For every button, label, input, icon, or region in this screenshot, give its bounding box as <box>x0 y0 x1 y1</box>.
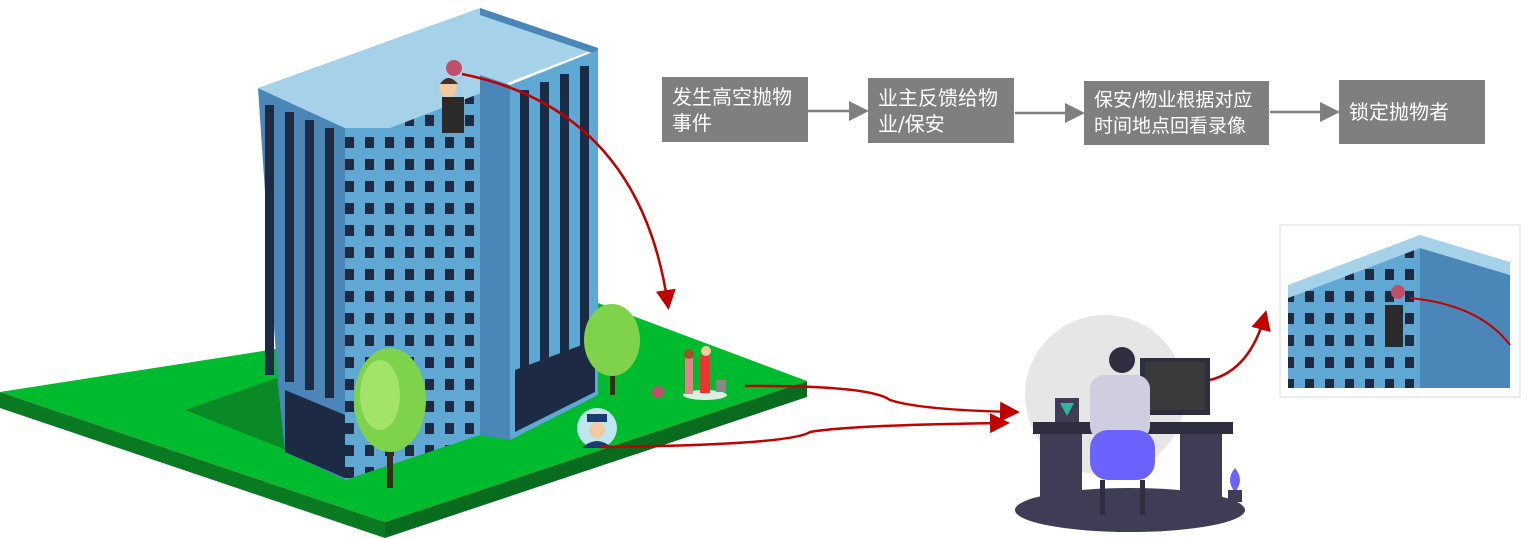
monitoring-desk-icon <box>1015 315 1245 532</box>
pedestrians-icon <box>652 346 727 400</box>
tree-icon <box>584 304 640 395</box>
flow-step-identify: 锁定抛物者 <box>1339 80 1485 144</box>
flow-step-incident: 发生高空抛物事件 <box>662 77 808 142</box>
security-guard-icon <box>577 408 617 448</box>
flow-step-report: 业主反馈给物业/保安 <box>868 78 1014 143</box>
flow-step-review-footage: 保安/物业根据对应时间地点回看录像 <box>1084 81 1269 145</box>
building <box>258 8 598 480</box>
flow-arrows <box>461 72 1271 449</box>
thrower-person-icon <box>439 60 464 133</box>
cctv-footage-inset <box>1279 224 1521 398</box>
tree-icon <box>354 348 426 488</box>
step-connectors <box>808 101 1340 123</box>
